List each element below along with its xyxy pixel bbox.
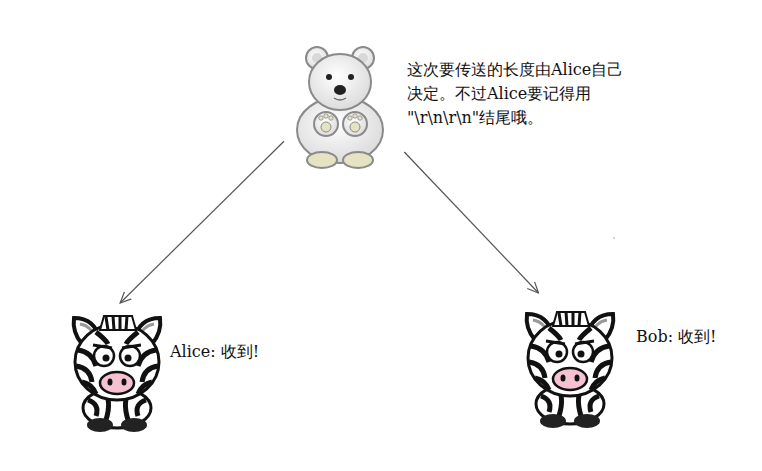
receiver-zebra: Bob: 收到! — [515, 293, 755, 429]
speck — [613, 237, 615, 239]
speaker-bear: 这次要传送的长度由Alice自己 决定。不过Alice要记得用 "\r\n\r\… — [284, 40, 670, 152]
arrow-connector — [404, 152, 538, 293]
zebra-figure — [527, 312, 614, 428]
arrow-connector — [120, 141, 284, 303]
speech-text: Alice: 收到! — [170, 340, 259, 364]
speech-text: Bob: 收到! — [636, 325, 717, 349]
receiver-zebra: Alice: 收到! — [62, 303, 302, 433]
zebra-figure — [74, 316, 161, 432]
polar-bear-figure — [297, 47, 383, 168]
speech-text: 这次要传送的长度由Alice自己 决定。不过Alice要记得用 "\r\n\r\… — [407, 58, 652, 130]
